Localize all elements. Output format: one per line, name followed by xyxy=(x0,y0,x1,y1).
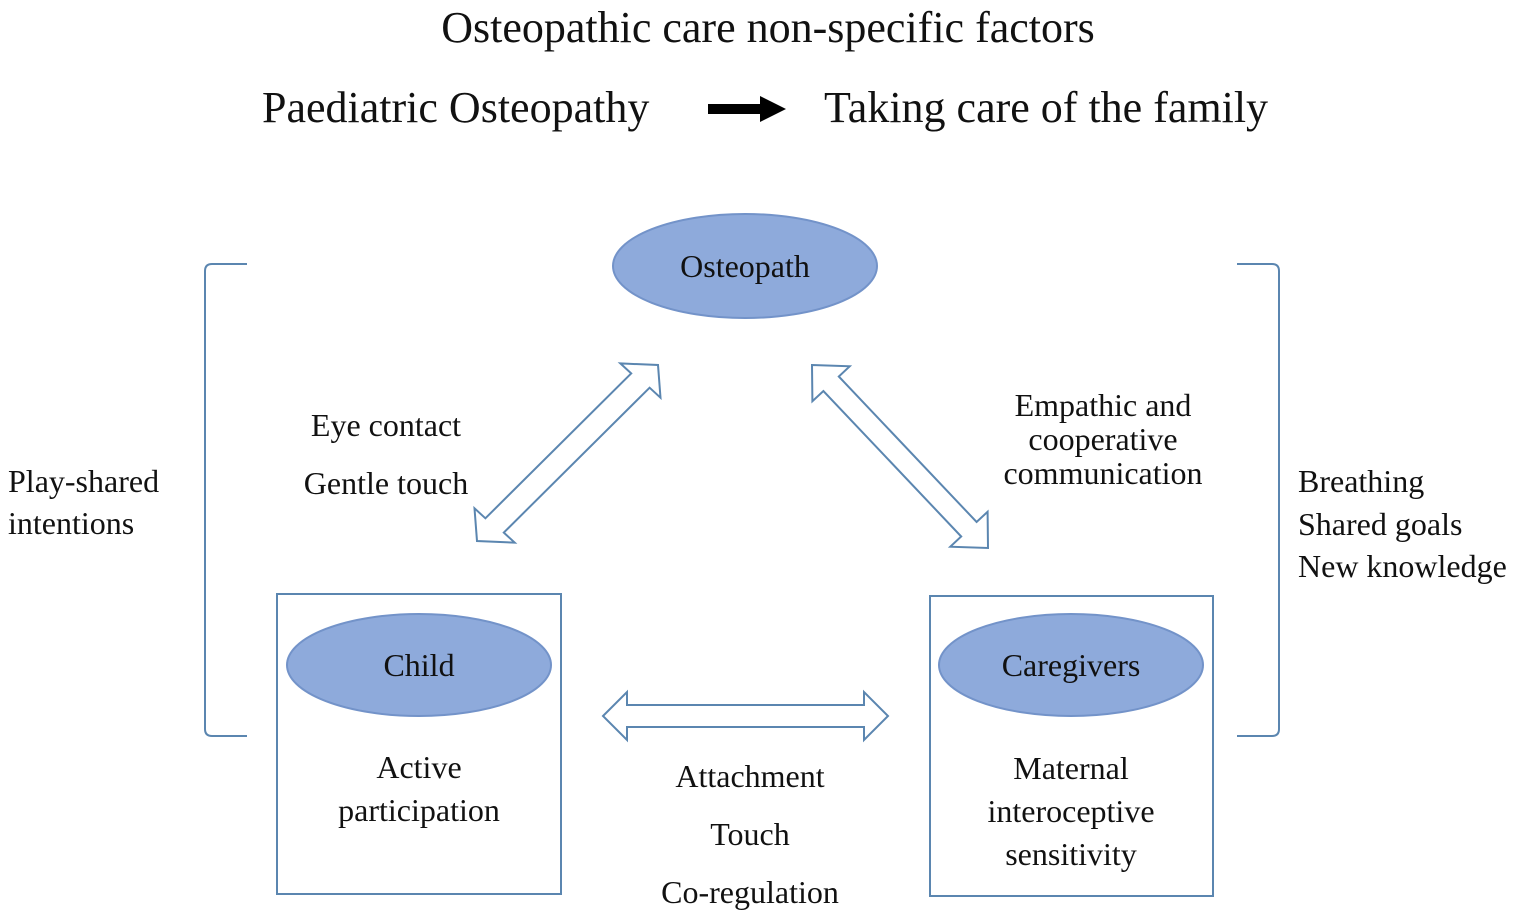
child-box-text-line: Active xyxy=(376,749,462,785)
caregivers-label: Caregivers xyxy=(1001,647,1141,683)
left-bracket xyxy=(204,263,247,737)
osteopath-child-double-arrow xyxy=(473,362,662,544)
diagram-title: Osteopathic care non-specific factors xyxy=(441,3,1095,52)
child-caregivers-double-arrow xyxy=(601,689,890,743)
child-box-text-line: participation xyxy=(338,792,500,828)
left-bracket-label: intentions xyxy=(8,505,135,541)
caregivers-box-text-line: Maternal xyxy=(1013,750,1129,786)
subtitle-left: Paediatric Osteopathy xyxy=(262,83,650,132)
right-bracket-label: New knowledge xyxy=(1298,548,1507,584)
osteopath-caregivers-link-label: Empathic and xyxy=(1014,387,1192,423)
caregivers-box-text-line: interoceptive xyxy=(987,793,1155,829)
osteopath-child-link-label: Gentle touch xyxy=(303,465,469,501)
right-bracket xyxy=(1237,263,1280,737)
osteopath-ellipse xyxy=(612,213,878,319)
child-caregivers-link-label: Touch xyxy=(710,816,790,852)
osteopath-caregivers-double-arrow xyxy=(810,363,990,550)
left-bracket-label: Play-shared xyxy=(8,463,160,499)
child-caregivers-link-label: Co-regulation xyxy=(661,874,839,910)
subtitle-right: Taking care of the family xyxy=(824,83,1269,132)
osteopath-caregivers-link-label: cooperative xyxy=(1028,421,1178,457)
caregivers-ellipse xyxy=(938,613,1204,717)
osteopath-child-link-label: Eye contact xyxy=(310,407,462,443)
child-caregivers-link-label: Attachment xyxy=(675,758,825,794)
right-bracket-label: Breathing xyxy=(1298,463,1425,499)
caregivers-box-text-line: sensitivity xyxy=(1005,836,1137,872)
right-bracket-label: Shared goals xyxy=(1298,506,1463,542)
osteopath-caregivers-link-label: communication xyxy=(1003,455,1203,491)
child-ellipse xyxy=(286,613,552,717)
osteopath-label: Osteopath xyxy=(680,248,810,284)
right-arrow-icon xyxy=(708,96,786,122)
caregivers-box xyxy=(929,595,1214,897)
child-box xyxy=(276,593,562,895)
child-label: Child xyxy=(383,647,455,683)
